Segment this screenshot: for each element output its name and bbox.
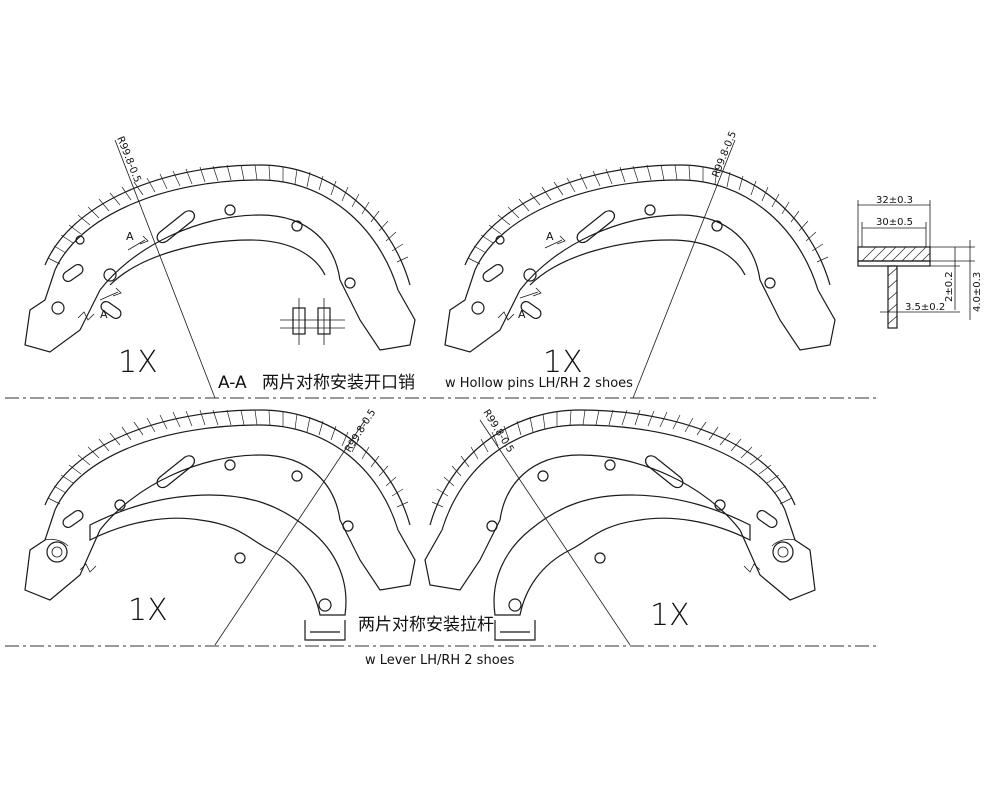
shoe-bottom-left — [24, 409, 416, 646]
radius-leader-bottom-right — [479, 419, 631, 646]
section-label: A-A — [218, 373, 247, 393]
dim-width-inner: 30±0.5 — [876, 217, 913, 228]
section-marker-a3: A — [546, 230, 554, 243]
radius-leader-top-left — [114, 139, 216, 399]
shoe-bottom-right — [424, 409, 816, 646]
section-marker-a4: A — [518, 308, 526, 321]
top-note-cn: 两片对称安装开口销 — [262, 373, 415, 393]
cross-section-detail: 32±0.3 30±0.5 3.5±0.2 2±0.2 4.0±0.3 — [857, 195, 983, 329]
top-note-en: w Hollow pins LH/RH 2 shoes — [445, 376, 633, 391]
quantity-top-right: 1X — [543, 345, 583, 380]
shoe-top-right — [444, 139, 836, 399]
quantity-bottom-right: 1X — [650, 598, 690, 633]
radius-leader-top-right — [632, 139, 736, 399]
bottom-note-cn: 两片对称安装拉杆 — [358, 615, 494, 635]
section-marker-a2: A — [100, 308, 108, 321]
dim-width-outer: 32±0.3 — [876, 195, 913, 206]
dim-total-thickness: 4.0±0.3 — [972, 272, 983, 312]
radius-label-top-left: R99.8-0.5 — [114, 135, 142, 184]
radius-leader-bottom-left — [214, 419, 366, 646]
quantity-top-left: 1X — [118, 345, 158, 380]
bottom-note-en: w Lever LH/RH 2 shoes — [365, 653, 515, 668]
quantity-bottom-left: 1X — [128, 593, 168, 628]
shoe-top-left — [24, 139, 416, 399]
hollow-pin-symbol — [280, 298, 345, 345]
section-marker-a1: A — [126, 230, 134, 243]
dim-plate-thickness: 2±0.2 — [944, 271, 955, 302]
dim-web-thickness: 3.5±0.2 — [905, 302, 945, 313]
